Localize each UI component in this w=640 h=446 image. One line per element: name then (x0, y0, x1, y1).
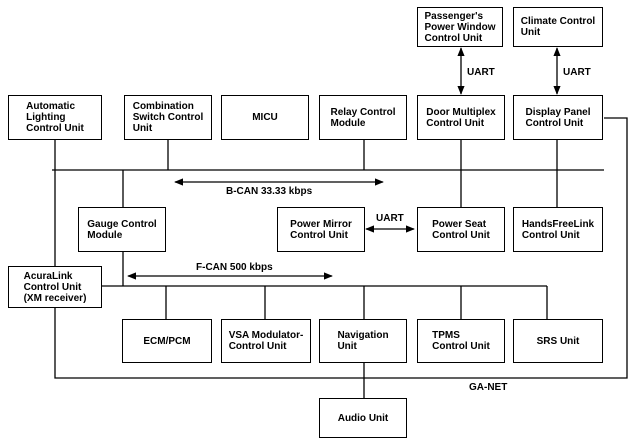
uart-label-climate-control: UART (563, 67, 591, 78)
audio-unit: Audio Unit (319, 398, 407, 438)
micu-unit: MICU (221, 95, 309, 140)
navigation-unit: Navigation Unit (319, 319, 407, 363)
srs-unit: SRS Unit (513, 319, 603, 363)
power-seat-control-unit: Power Seat Control Unit (417, 207, 505, 252)
vsa-modulator-control-unit: VSA Modulator- Control Unit (221, 319, 311, 363)
f-can-label: F-CAN 500 kbps (196, 262, 273, 273)
gauge-control-module: Gauge Control Module (78, 207, 166, 252)
automatic-lighting-control-unit: Automatic Lighting Control Unit (8, 95, 102, 140)
power-mirror-control-unit: Power Mirror Control Unit (277, 207, 365, 252)
display-panel-control-unit: Display Panel Control Unit (513, 95, 603, 140)
b-can-label: B-CAN 33.33 kbps (226, 186, 313, 197)
uart-label-mirror-seat: UART (376, 213, 404, 224)
climate-control-unit: Climate Control Unit (513, 7, 603, 47)
handsfreelink-control-unit: HandsFreeLink Control Unit (513, 207, 603, 252)
tpms-control-unit: TPMS Control Unit (417, 319, 505, 363)
ga-net-line (54, 117, 628, 379)
combination-switch-control-unit: Combination Switch Control Unit (124, 95, 212, 140)
relay-control-module: Relay Control Module (319, 95, 407, 140)
ga-net-label: GA-NET (469, 382, 508, 393)
door-multiplex-control-unit: Door Multiplex Control Unit (417, 95, 505, 140)
ecm-pcm-unit: ECM/PCM (122, 319, 212, 363)
passenger-power-window-control-unit: Passenger's Power Window Control Unit (417, 7, 503, 47)
uart-label-passenger-window: UART (467, 67, 495, 78)
acuralink-control-unit: AcuraLink Control Unit (XM receiver) (8, 266, 102, 308)
